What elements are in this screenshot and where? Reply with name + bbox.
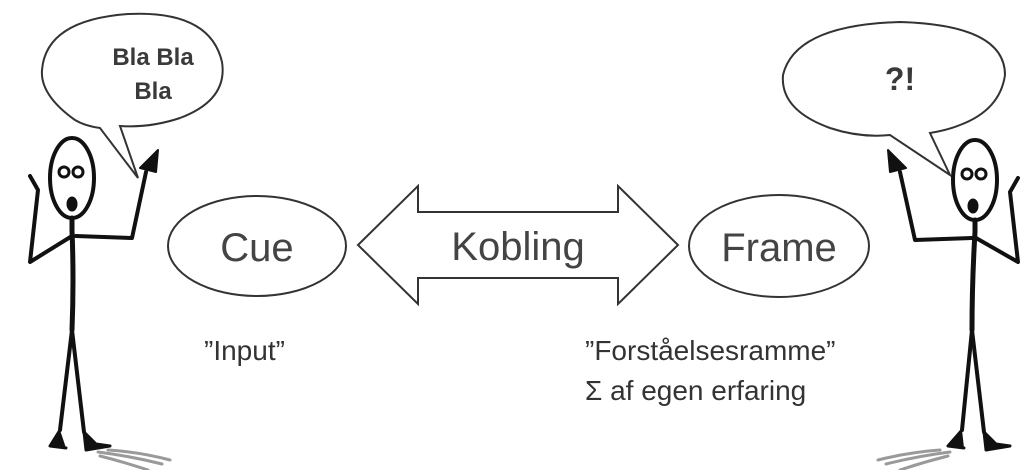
stick-figure-left [28,136,159,452]
cue-caption: ”Input” [204,335,285,366]
frame-caption-line-2: Σ af egen erfaring [585,375,806,406]
frame-caption-line-1: ”Forståelsesramme” [585,335,835,366]
kobling-arrow: Kobling [356,183,680,307]
cue-node: Cue [167,195,347,297]
speech-right-text: ?! [885,61,915,97]
speech-left-line-2: Bla [134,78,172,105]
stick-figure-right [887,138,1020,452]
speech-bubble-right: ?! [781,20,1007,178]
shadow-left [96,448,172,470]
frame-node: Frame [688,194,870,298]
speech-bubble-left: Bla Bla Bla [40,12,224,179]
kobling-label: Kobling [451,225,584,269]
speech-left-line-1: Bla Bla [112,44,194,71]
cue-label: Cue [220,226,293,270]
frame-label: Frame [721,226,837,270]
shadow-right [876,448,952,470]
